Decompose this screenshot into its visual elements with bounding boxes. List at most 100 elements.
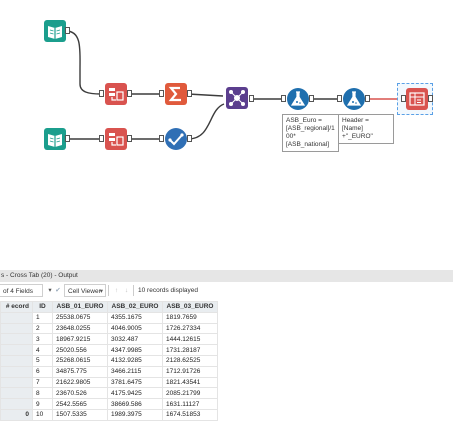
cross-tab-tool[interactable] xyxy=(406,88,428,110)
table-cell[interactable]: 1726.27334 xyxy=(162,322,218,335)
table-cell[interactable]: 23670.526 xyxy=(52,387,108,400)
table-cell[interactable]: 7 xyxy=(32,376,53,389)
record-number-cell[interactable] xyxy=(0,322,33,335)
column-header-asb02[interactable]: ASB_02_EURO xyxy=(107,301,163,313)
table-cell[interactable]: 4347.9985 xyxy=(107,344,163,356)
table-cell[interactable]: 1989.3975 xyxy=(107,408,163,421)
filter-tool[interactable] xyxy=(165,128,187,150)
toolbar-divider xyxy=(133,285,134,296)
input-anchor[interactable] xyxy=(99,135,104,142)
output-anchor[interactable] xyxy=(65,27,70,34)
table-cell[interactable]: 4175.9425 xyxy=(107,387,163,400)
table-cell[interactable]: 5 xyxy=(32,354,53,367)
record-number-cell[interactable] xyxy=(0,398,33,410)
column-header-asb01[interactable]: ASB_01_EURO xyxy=(52,301,108,313)
table-cell[interactable]: 18967.9215 xyxy=(52,333,108,346)
input-anchor[interactable] xyxy=(281,95,286,102)
table-cell[interactable]: 2542.5565 xyxy=(52,398,108,410)
table-cell[interactable]: 4355.1675 xyxy=(107,311,163,324)
table-cell[interactable]: 6 xyxy=(32,365,53,378)
output-anchor[interactable] xyxy=(127,90,132,97)
column-header-asb03[interactable]: ASB_03_EURO xyxy=(162,301,218,313)
cell-viewer-dropdown[interactable]: Cell Viewer ▾ xyxy=(64,284,106,297)
record-number-cell[interactable] xyxy=(0,354,33,367)
table-cell[interactable]: 1731.28187 xyxy=(162,344,218,356)
arrow-up-icon[interactable]: ↑ xyxy=(114,287,119,294)
table-cell[interactable]: 3781.6475 xyxy=(107,376,163,389)
table-cell[interactable]: 1819.7659 xyxy=(162,311,218,324)
record-number-cell[interactable]: 0 xyxy=(0,408,33,421)
record-number-cell[interactable] xyxy=(0,344,33,356)
table-cell[interactable]: 4132.9285 xyxy=(107,354,163,367)
table-cell[interactable]: 4046.9005 xyxy=(107,322,163,335)
table-cell[interactable]: 1674.51853 xyxy=(162,408,218,421)
input-anchor[interactable] xyxy=(401,95,406,102)
input-data-tool-2[interactable] xyxy=(44,128,66,150)
table-cell[interactable]: 1631.11127 xyxy=(162,398,218,410)
record-number-cell[interactable] xyxy=(0,333,33,346)
table-cell[interactable]: 34875.775 xyxy=(52,365,108,378)
table-cell[interactable]: 21622.9805 xyxy=(52,376,108,389)
transform-tool-1[interactable] xyxy=(105,83,127,105)
table-cell[interactable]: 8 xyxy=(32,387,53,400)
summarize-tool[interactable] xyxy=(165,83,187,105)
table-cell[interactable]: 3032.487 xyxy=(107,333,163,346)
record-number-cell[interactable] xyxy=(0,387,33,400)
input-anchor[interactable] xyxy=(159,135,164,142)
record-number-cell[interactable] xyxy=(0,311,33,324)
input-anchor[interactable] xyxy=(337,95,342,102)
table-cell[interactable]: 10 xyxy=(32,408,53,421)
output-anchor[interactable] xyxy=(187,90,192,97)
table-cell[interactable]: 2085.21799 xyxy=(162,387,218,400)
input-anchor[interactable] xyxy=(159,90,164,97)
output-anchor[interactable] xyxy=(309,95,314,102)
input-data-tool-1[interactable] xyxy=(44,20,66,42)
column-header-id[interactable]: ID xyxy=(32,301,53,313)
fields-selector[interactable]: of 4 Fields xyxy=(0,284,43,297)
checkmark-icon[interactable]: ✔ xyxy=(55,287,61,294)
output-anchor[interactable] xyxy=(187,135,192,142)
formula-tool-1[interactable] xyxy=(287,88,309,110)
record-number-cell[interactable] xyxy=(0,365,33,378)
table-cell[interactable]: 4 xyxy=(32,344,53,356)
table-cell[interactable]: 1821.43541 xyxy=(162,376,218,389)
transform-tool-2[interactable] xyxy=(105,128,127,150)
table-cell[interactable]: 2 xyxy=(32,322,53,335)
table-cell[interactable]: 3466.2115 xyxy=(107,365,163,378)
table-cell[interactable]: 3 xyxy=(32,333,53,346)
output-anchor[interactable] xyxy=(127,135,132,142)
output-anchor[interactable] xyxy=(65,135,70,142)
table-cell[interactable]: 9 xyxy=(32,398,53,410)
table-cell[interactable]: 1712.91726 xyxy=(162,365,218,378)
output-anchor[interactable] xyxy=(428,95,433,102)
table-cell[interactable]: 1507.5335 xyxy=(52,408,108,421)
table-cell[interactable]: 25538.0675 xyxy=(52,311,108,324)
table-cell[interactable]: 25268.0615 xyxy=(52,354,108,367)
input-anchor[interactable] xyxy=(99,90,104,97)
chevron-down-icon[interactable]: ▾ xyxy=(48,287,52,294)
table-cell[interactable]: 2128.62525 xyxy=(162,354,218,367)
output-anchor[interactable] xyxy=(249,95,254,102)
table-cell[interactable]: 25020.556 xyxy=(52,344,108,356)
output-anchor[interactable] xyxy=(365,95,370,102)
table-cell[interactable]: 1 xyxy=(32,311,53,324)
formula-tool-2[interactable] xyxy=(343,88,365,110)
table-cell[interactable]: 1444.12615 xyxy=(162,333,218,346)
column-header-record[interactable]: ecord # xyxy=(0,301,33,313)
record-number-cell[interactable] xyxy=(0,376,33,389)
join-tool[interactable] xyxy=(226,87,248,109)
table-cell[interactable]: 38669.586 xyxy=(107,398,163,410)
arrow-down-icon[interactable]: ↓ xyxy=(124,287,129,294)
workflow-canvas[interactable]: ASB_Euro = [ASB_regional]/1 00* [ASB_nat… xyxy=(0,0,453,265)
table-cell[interactable]: 23648.0255 xyxy=(52,322,108,335)
